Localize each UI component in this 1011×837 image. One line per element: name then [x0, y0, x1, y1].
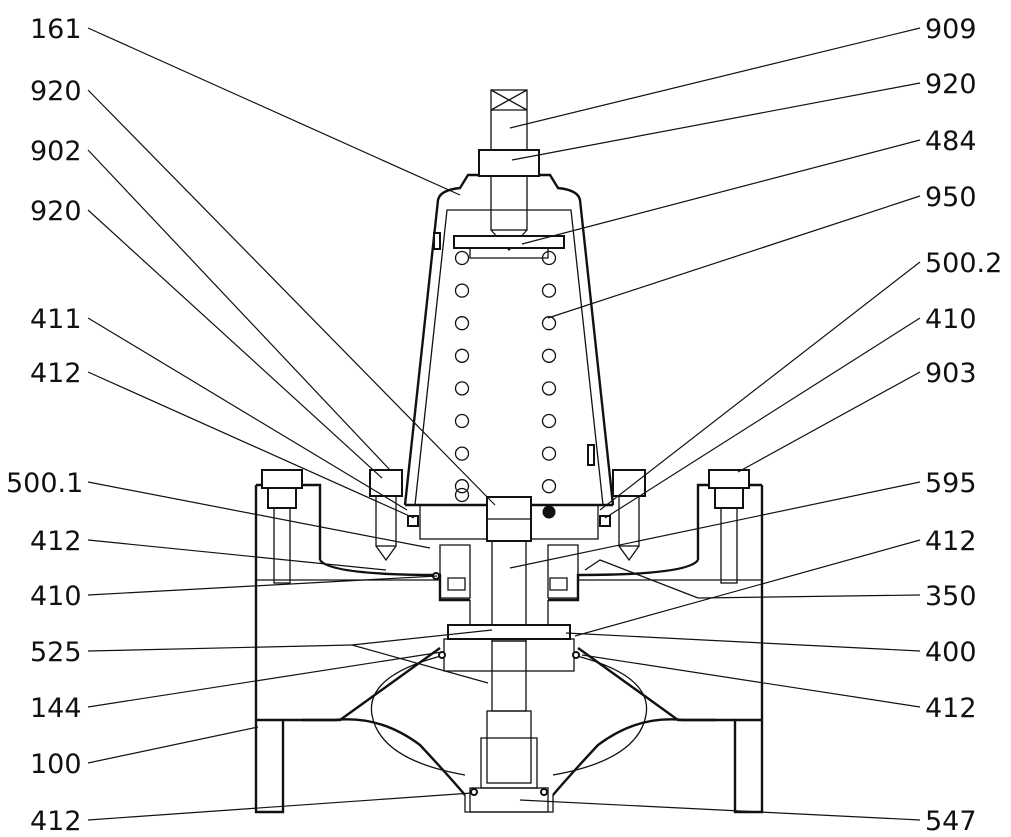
adjusting-screw: [453, 89, 565, 259]
part-label: 500.1: [6, 468, 83, 499]
part-label: 412: [925, 526, 977, 557]
part-label: 903: [925, 358, 977, 389]
part-labels-right: 909 920 484 950 500.2 410 903 595 412 35…: [925, 14, 1002, 837]
spring-coil: [541, 413, 557, 429]
spring-coil: [454, 283, 470, 298]
part-label: 525: [30, 637, 82, 668]
part-label: 350: [925, 581, 977, 612]
flange-bolts: [261, 469, 750, 584]
spring-coil: [541, 381, 557, 396]
part-label: 411: [30, 304, 82, 335]
spring-coil: [541, 250, 557, 266]
spring-coil-end: [542, 505, 556, 519]
spring-coil: [541, 316, 557, 331]
spring-coil: [454, 348, 470, 363]
part-label: 412: [30, 806, 82, 837]
part-labels-left: 161 920 902 920 411 412 500.1 412 410 52…: [6, 14, 83, 837]
part-label: 595: [925, 468, 977, 499]
valve-body: [254, 483, 764, 814]
part-label: 161: [30, 14, 82, 45]
spring-coil: [541, 446, 557, 461]
part-label: 909: [925, 14, 977, 45]
part-label: 412: [30, 526, 82, 557]
part-label: 920: [925, 69, 977, 100]
spring-coil: [454, 250, 470, 266]
spring-coil: [541, 283, 557, 298]
part-label: 410: [30, 581, 82, 612]
bonnet: [403, 173, 615, 507]
part-label: 144: [30, 693, 82, 724]
spring-coil: [454, 446, 470, 461]
part-label: 412: [30, 358, 82, 389]
part-label: 100: [30, 749, 82, 780]
part-label: 412: [925, 693, 977, 724]
part-label: 484: [925, 126, 977, 157]
spring-coil: [454, 381, 470, 396]
part-label: 920: [30, 196, 82, 227]
part-label: 410: [925, 304, 977, 335]
spring-coil: [541, 479, 557, 494]
spring-coil: [541, 348, 557, 363]
spring-coil: [454, 487, 470, 503]
spring-coil: [454, 479, 470, 494]
part-label: 902: [30, 136, 82, 167]
part-label: 400: [925, 637, 977, 668]
spring-coil: [454, 316, 470, 331]
internal-parts: [407, 496, 611, 813]
part-label: 950: [925, 182, 977, 213]
leader-lines: [87, 27, 921, 821]
part-label: 920: [30, 76, 82, 107]
part-label: 547: [925, 806, 977, 837]
part-label: 500.2: [925, 248, 1002, 279]
spring-coils: [454, 250, 557, 519]
valve-drawing: [254, 89, 764, 814]
spring-coil: [454, 413, 470, 429]
